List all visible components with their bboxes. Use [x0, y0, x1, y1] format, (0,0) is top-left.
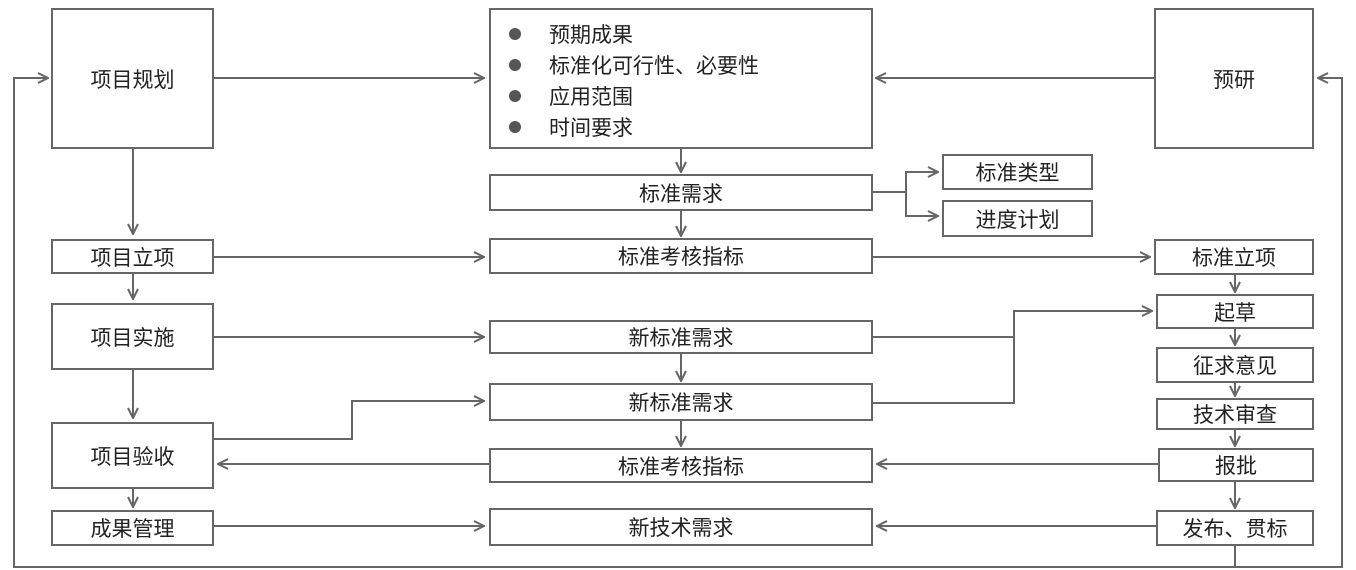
node-yy: 预研 [1154, 8, 1314, 149]
edge-loop-right [1235, 78, 1343, 568]
node-jdjh: 进度计划 [942, 200, 1093, 237]
bullet-item: 时间要求 [509, 113, 633, 141]
bullet-dot [509, 59, 521, 71]
bullet-item: 预期成果 [509, 20, 633, 48]
node-fbgb: 发布、贯标 [1156, 510, 1314, 546]
node-bp: 报批 [1158, 448, 1314, 482]
node-yy-label: 预研 [1213, 67, 1255, 92]
bullet-item: 标准化可行性、必要性 [509, 51, 759, 79]
bullet-dot [509, 121, 521, 133]
node-bzxq: 标准需求 [489, 174, 873, 211]
node-xbzxq2: 新标准需求 [489, 383, 873, 421]
node-xmys-label: 项目验收 [90, 444, 175, 469]
node-fbgb-label: 发布、贯标 [1182, 517, 1288, 541]
bullet-dot [509, 90, 521, 102]
node-xjsxq: 新技术需求 [489, 508, 873, 546]
node-zqyj-label: 征求意见 [1193, 354, 1277, 378]
node-bzlx: 标准类型 [942, 154, 1093, 190]
node-qc-label: 起草 [1214, 300, 1256, 325]
edge-xbzxq1-to-qc [873, 311, 1152, 338]
node-xbzxq1-label: 新标准需求 [628, 326, 734, 350]
edge-xmys-to-xbzxq2 [214, 401, 484, 440]
bullet-text: 标准化可行性、必要性 [549, 54, 759, 78]
node-xmss: 项目实施 [51, 303, 214, 370]
node-bzxq-label: 标准需求 [639, 181, 723, 206]
node-bzkhzb1: 标准考核指标 [489, 238, 873, 274]
node-xjsxq-label: 新技术需求 [628, 516, 734, 540]
bullet-item: 应用范围 [509, 82, 633, 110]
node-bp-label: 报批 [1215, 454, 1257, 478]
node-zqyj: 征求意见 [1156, 347, 1314, 383]
bullet-box: 预期成果 标准化可行性、必要性 应用范围 时间要求 [489, 8, 873, 149]
edge-bzxq-to-jdjh [905, 192, 938, 216]
node-xbzxq1: 新标准需求 [489, 320, 873, 354]
node-xmlx-label: 项目立项 [90, 245, 175, 270]
edge-xbzxq2-to-qc [873, 311, 1015, 404]
edge-bzxq-to-bzlx [873, 172, 938, 193]
bullet-dot [509, 28, 521, 40]
node-qc: 起草 [1156, 294, 1314, 329]
node-cggl: 成果管理 [51, 510, 214, 546]
node-xmys: 项目验收 [51, 422, 214, 489]
node-bzkhzb1-label: 标准考核指标 [618, 245, 744, 269]
node-jssc-label: 技术审查 [1193, 403, 1277, 427]
node-jssc: 技术审查 [1156, 398, 1314, 430]
edge-loop-left [13, 78, 1236, 568]
bullet-text: 时间要求 [549, 116, 633, 140]
node-xmlx: 项目立项 [51, 239, 214, 274]
node-bzkhzb2-label: 标准考核指标 [618, 454, 744, 479]
node-xmgh: 项目规划 [51, 8, 214, 149]
bullet-text: 预期成果 [549, 23, 633, 47]
node-bzkhzb2: 标准考核指标 [489, 448, 873, 483]
node-jdjh-label: 进度计划 [975, 207, 1060, 232]
node-bzlx2-label: 标准立项 [1192, 246, 1276, 270]
node-bzlx2: 标准立项 [1154, 239, 1314, 275]
bullet-text: 应用范围 [549, 85, 633, 109]
node-xbzxq2-label: 新标准需求 [628, 391, 734, 415]
node-xmss-label: 项目实施 [90, 325, 175, 350]
node-bzlx-label: 标准类型 [975, 161, 1060, 185]
node-cggl-label: 成果管理 [90, 517, 175, 541]
node-xmgh-label: 项目规划 [90, 67, 175, 92]
